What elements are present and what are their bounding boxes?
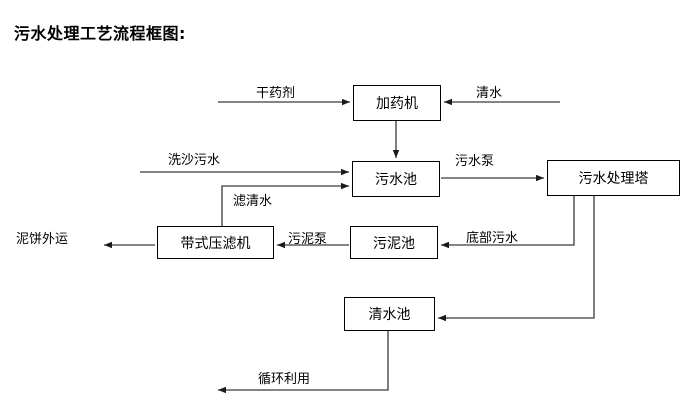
node-treatment-tower[interactable]: 污水处理塔 — [547, 160, 680, 196]
edge-label-dry-chemical: 干药剂 — [256, 86, 296, 101]
edge-label-bottom-sewage: 底部污水 — [466, 231, 519, 246]
wire-filtrate — [221, 182, 349, 226]
edge-label-filtrate: 滤清水 — [233, 194, 273, 209]
page-title: 污水处理工艺流程框图: — [14, 24, 186, 43]
edge-label-sewage-pump: 污水泵 — [455, 154, 495, 169]
node-clear-water-pool[interactable]: 清水池 — [344, 297, 435, 331]
node-dosing-machine[interactable]: 加药机 — [353, 85, 441, 121]
wire-recycle — [218, 331, 389, 394]
edge-label-mudcake-transport: 泥饼外运 — [16, 232, 69, 247]
edge-label-clean-water: 清水 — [476, 86, 503, 101]
wire-tower-to-clearwater — [438, 196, 595, 322]
node-label: 污泥池 — [373, 235, 415, 252]
node-label: 污水处理塔 — [578, 171, 649, 187]
edge-label-sludge-pump: 污泥泵 — [288, 232, 328, 247]
node-label: 加药机 — [376, 96, 418, 112]
node-sludge-pool[interactable]: 污泥池 — [350, 226, 438, 259]
node-wastewater-pool[interactable]: 污水池 — [352, 161, 440, 197]
node-label: 带式压滤机 — [180, 235, 251, 252]
edge-label-sand-wash-wastewater: 洗沙污水 — [168, 153, 221, 168]
wire-bottom-sewage — [441, 196, 575, 249]
node-label: 清水池 — [368, 307, 411, 323]
node-label: 污水池 — [375, 172, 417, 188]
node-belt-filter-press[interactable]: 带式压滤机 — [157, 226, 274, 259]
edge-label-recycle: 循环利用 — [258, 372, 311, 387]
